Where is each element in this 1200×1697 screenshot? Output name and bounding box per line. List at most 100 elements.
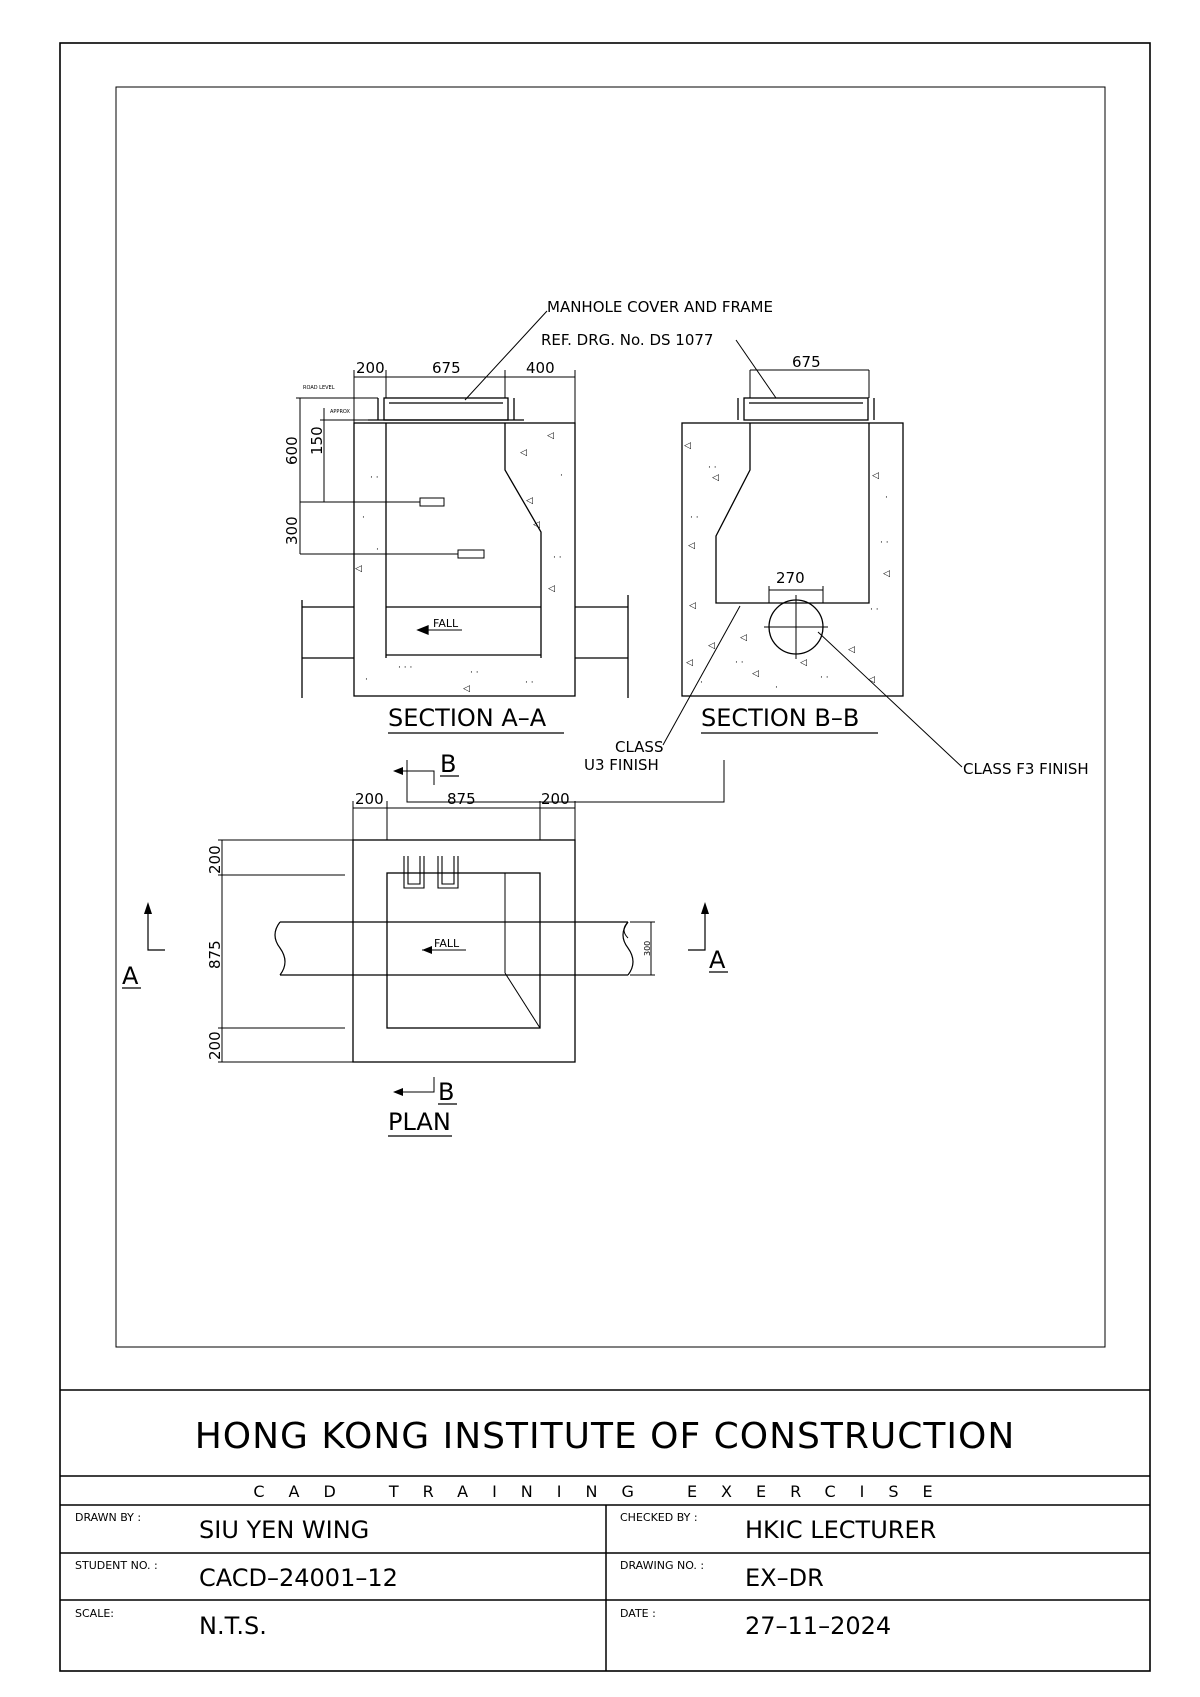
svg-text:◁: ◁ <box>526 496 533 506</box>
svg-text:◁: ◁ <box>752 669 759 679</box>
svg-text:·: · <box>376 545 379 555</box>
section-bb-title: SECTION B–B <box>701 704 859 732</box>
svg-text:◁: ◁ <box>548 584 555 594</box>
section-aa-hatch: ◁ ◁ ◁ ◁ ◁ ◁ ◁ · · · · · · · · · · · · · … <box>355 431 563 694</box>
svg-text:◁: ◁ <box>355 564 362 574</box>
svg-text:◁: ◁ <box>848 645 855 655</box>
drawing-no-value: EX–DR <box>745 1564 824 1592</box>
svg-text:· ·: · · <box>553 553 562 563</box>
title-block-text: HONG KONG INSTITUTE OF CONSTRUCTION CAD … <box>75 1416 1016 1640</box>
section-aa-outline <box>353 422 576 697</box>
plan-dim-pipe: 300 <box>643 941 652 956</box>
checked-by-label: CHECKED BY : <box>620 1511 698 1524</box>
scale-value: N.T.S. <box>199 1612 267 1640</box>
leader-lines <box>464 310 963 768</box>
svg-text:◁: ◁ <box>740 633 747 643</box>
svg-text:·: · <box>775 683 778 693</box>
section-aa-chamber <box>385 423 542 658</box>
svg-text:◁: ◁ <box>872 471 879 481</box>
plan-chamber <box>386 872 541 1029</box>
section-aa-cover <box>383 397 509 421</box>
cut-a-right: A <box>709 946 726 974</box>
svg-text:◁: ◁ <box>712 473 719 483</box>
date-label: DATE : <box>620 1607 656 1620</box>
section-bb-dim-270: 270 <box>776 569 805 587</box>
plan-arrowheads <box>144 767 709 1096</box>
section-bb-outline <box>681 422 904 697</box>
svg-text:· ·: · · <box>880 538 889 548</box>
approx-label: APPROX <box>330 409 351 415</box>
road-level-label: ROAD LEVEL <box>303 385 335 391</box>
student-no-label: STUDENT NO. : <box>75 1559 158 1572</box>
svg-text:◁: ◁ <box>868 675 875 685</box>
cover-note-line1: MANHOLE COVER AND FRAME <box>547 298 773 316</box>
svg-text:·: · <box>885 493 888 503</box>
svg-text:· ·: · · <box>690 513 699 523</box>
drawing-area-border <box>115 86 1106 1348</box>
plan-dim-top-200-left: 200 <box>355 790 384 808</box>
svg-text:· ·: · · <box>370 473 379 483</box>
section-aa <box>296 370 629 698</box>
svg-text:◁: ◁ <box>533 520 540 530</box>
section-aa-dim-600: 600 <box>283 436 301 465</box>
svg-text:◁: ◁ <box>686 658 693 668</box>
section-aa-title: SECTION A–A <box>388 704 547 732</box>
svg-text:◁: ◁ <box>800 658 807 668</box>
drawn-by-label: DRAWN BY : <box>75 1511 141 1524</box>
plan-dim-left-875: 875 <box>206 940 224 969</box>
svg-text:· ·: · · <box>820 673 829 683</box>
section-bb-dim-675: 675 <box>792 353 821 371</box>
student-no-value: CACD–24001–12 <box>199 1564 398 1592</box>
svg-text:· ·: · · <box>525 678 534 688</box>
notes: MANHOLE COVER AND FRAME REF. DRG. No. DS… <box>541 298 1089 778</box>
scale-label: SCALE: <box>75 1607 114 1620</box>
svg-text:◁: ◁ <box>708 641 715 651</box>
section-bb-hatch: ◁ ◁ ◁ ◁ ◁ ◁ ◁ ◁ ◁ ◁ ◁ ◁ ◁ · · · · · · · … <box>684 441 890 693</box>
svg-text:◁: ◁ <box>520 448 527 458</box>
plan-outline <box>352 839 576 1063</box>
section-aa-text: 200 675 400 600 150 300 ROAD LEVEL APPRO… <box>283 359 564 734</box>
svg-text:· ·: · · <box>735 658 744 668</box>
cut-b-top: B <box>440 750 456 778</box>
svg-text:·: · <box>365 675 368 685</box>
section-aa-dim-150: 150 <box>308 426 326 455</box>
section-bb-cover <box>743 397 869 421</box>
section-aa-fall-label: FALL <box>433 617 459 630</box>
plan-dim-left-200-top: 200 <box>206 845 224 874</box>
outer-border <box>59 42 1151 1672</box>
cut-b-bottom: B <box>438 1078 454 1106</box>
svg-text:· ·: · · <box>470 668 479 678</box>
cut-a-left: A <box>122 962 139 990</box>
drawing-subtitle: CAD TRAINING EXERCISE <box>253 1482 956 1501</box>
section-aa-dim-300: 300 <box>283 516 301 545</box>
plan-text: 200 875 200 200 875 200 300 FALL A A B B… <box>122 750 728 1137</box>
svg-text:·: · <box>362 513 365 523</box>
date-value: 27–11–2024 <box>745 1612 891 1640</box>
plan-fall-label: FALL <box>434 937 460 950</box>
svg-text:·: · <box>700 678 703 688</box>
plan <box>147 760 725 1093</box>
section-aa-dim-675: 675 <box>432 359 461 377</box>
svg-text:◁: ◁ <box>689 601 696 611</box>
section-aa-dim-200: 200 <box>356 359 385 377</box>
section-bb-text: 675 270 SECTION B–B <box>701 353 878 734</box>
svg-text:◁: ◁ <box>547 431 554 441</box>
class-u3-note-line1: CLASS <box>615 738 663 756</box>
svg-text:◁: ◁ <box>684 441 691 451</box>
class-f3-note: CLASS F3 FINISH <box>963 760 1089 778</box>
title-block <box>60 1389 1150 1671</box>
svg-text:· ·: · · <box>870 605 879 615</box>
svg-text:· ·: · · <box>708 463 717 473</box>
section-bb <box>681 369 904 697</box>
plan-dim-top-875: 875 <box>447 790 476 808</box>
svg-text:◁: ◁ <box>883 569 890 579</box>
institute-name: HONG KONG INSTITUTE OF CONSTRUCTION <box>195 1416 1016 1457</box>
cover-note-line2: REF. DRG. No. DS 1077 <box>541 331 713 349</box>
drawn-by-value: SIU YEN WING <box>199 1516 369 1544</box>
plan-dim-top-200-right: 200 <box>541 790 570 808</box>
svg-text:·: · <box>560 471 563 481</box>
plan-title: PLAN <box>388 1108 451 1136</box>
section-aa-dim-400: 400 <box>526 359 555 377</box>
plan-dim-left-200-bottom: 200 <box>206 1031 224 1060</box>
